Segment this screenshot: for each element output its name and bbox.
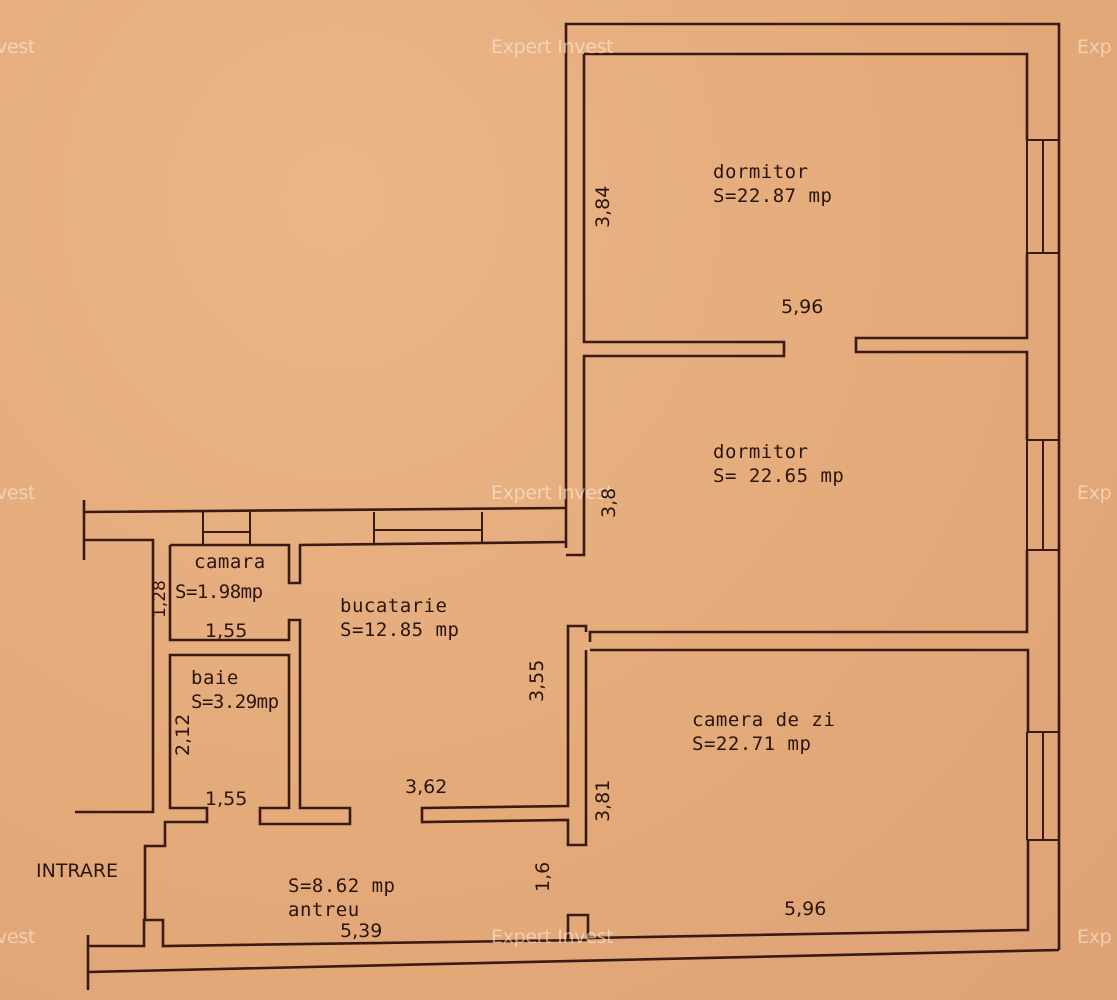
room-area-bucatarie: S=12.85 mp <box>340 619 460 641</box>
dimension-baie-height: 2,12 <box>172 713 194 756</box>
room-name-baie: baie <box>191 667 239 689</box>
watermark-partial-right: Exp <box>1077 36 1112 58</box>
watermark: Expert Invest <box>491 36 614 58</box>
watermark: Expert Invest <box>491 926 614 948</box>
room-name-camara: camara <box>194 551 266 573</box>
dimension-dormitor-2-height: 3,8 <box>598 487 620 518</box>
dimension-bucatarie-height: 3,55 <box>526 659 548 702</box>
entrance-label: INTRARE <box>36 860 119 882</box>
watermark-partial-right: Exp <box>1077 926 1112 948</box>
watermark-partial-left: vest <box>0 482 36 504</box>
dimension-bucatarie-width: 3,62 <box>405 776 448 798</box>
room-name-dormitor-2: dormitor <box>713 441 809 463</box>
dimension-camara-height: 1,28 <box>150 580 170 618</box>
dimension-antreu-width: 5,39 <box>340 920 383 942</box>
room-area-camera-de-zi: S=22.71 mp <box>692 733 812 755</box>
room-area-antreu: S=8.62 mp <box>288 875 396 897</box>
dimension-camera-de-zi-height: 3,81 <box>592 779 614 822</box>
dimension-baie-width: 1,55 <box>205 788 248 810</box>
room-area-baie: S=3.29mp <box>191 691 279 713</box>
dimension-antreu-height: 1,6 <box>532 861 554 892</box>
dimension-camera-de-zi-width: 5,96 <box>784 898 827 920</box>
watermark-partial-right: Exp <box>1077 482 1112 504</box>
room-name-bucatarie: bucatarie <box>340 595 448 617</box>
dimension-camara-width: 1,55 <box>205 620 248 642</box>
room-area-camara: S=1.98mp <box>175 581 263 603</box>
room-name-dormitor-1: dormitor <box>713 161 809 183</box>
room-name-antreu: antreu <box>288 899 360 921</box>
room-area-dormitor-1: S=22.87 mp <box>713 185 833 207</box>
room-area-dormitor-2: S= 22.65 mp <box>713 465 845 487</box>
watermark-partial-left: vest <box>0 36 36 58</box>
dimension-dormitor-1-width: 5,96 <box>781 296 824 318</box>
watermark-partial-left: vest <box>0 926 36 948</box>
dimension-dormitor-1-height: 3,84 <box>592 185 614 228</box>
room-name-camera-de-zi: camera de zi <box>692 709 836 731</box>
watermark: Expert Invest <box>491 482 614 504</box>
